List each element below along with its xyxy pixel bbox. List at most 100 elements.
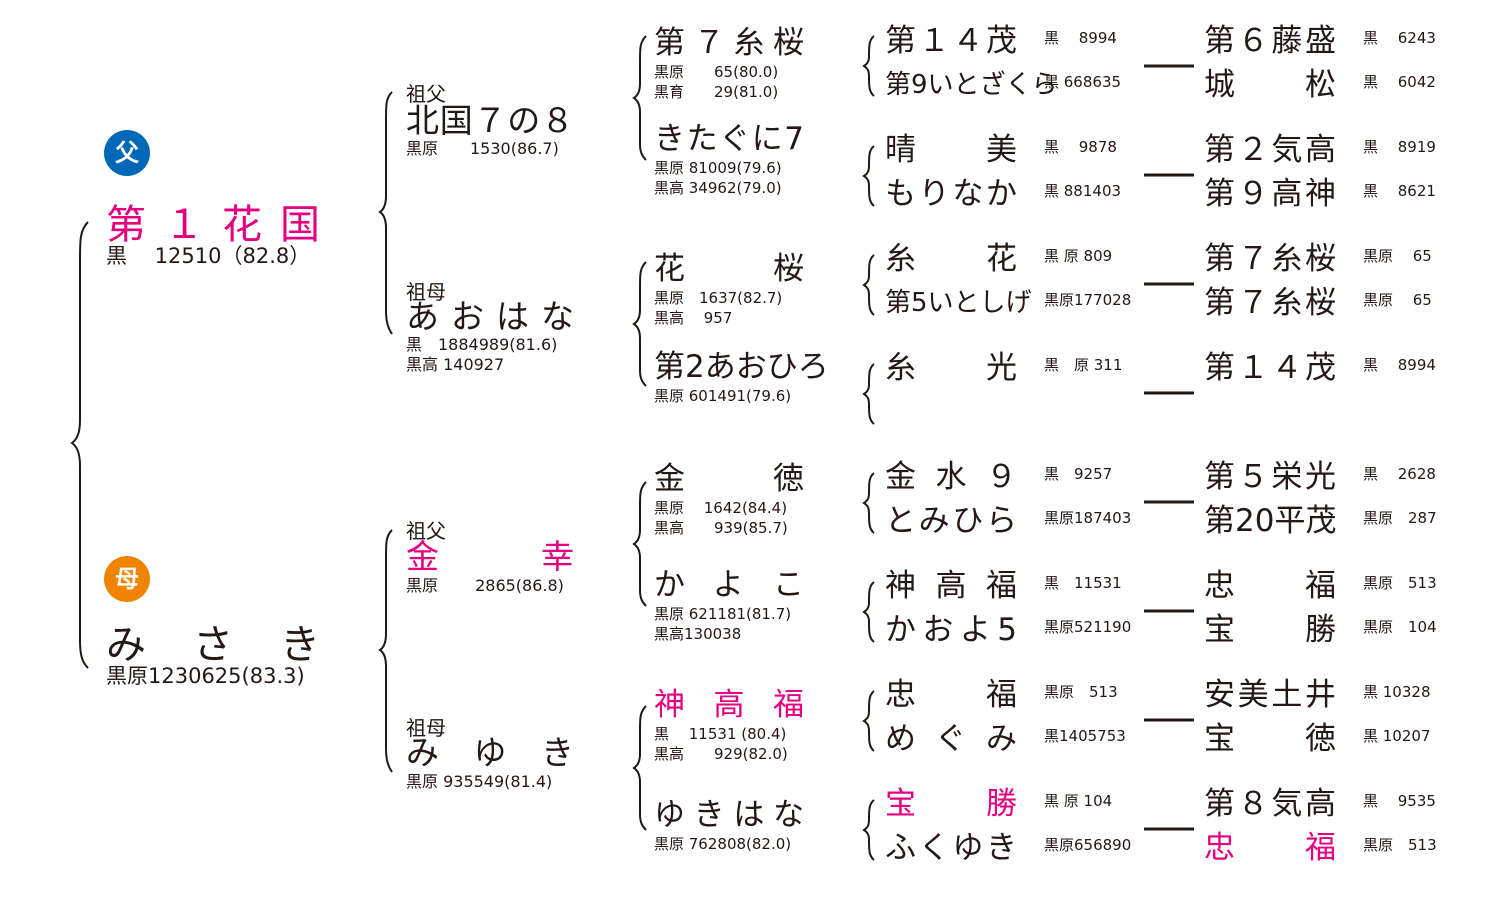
gen4-reg: 黒原521190 (1044, 618, 1132, 636)
reg-line: 黒高 957 (654, 309, 733, 327)
sire-grandsire-name: 北国７の８ (406, 101, 574, 140)
gen5-reg: 黒原 104 (1363, 618, 1437, 636)
gen5-reg: 黒 8994 (1363, 356, 1436, 374)
gen4-name: 忠福 (885, 677, 1017, 713)
gen5-reg: 黒原 513 (1363, 836, 1437, 854)
gen3-name: 第2あおひろ (654, 349, 829, 385)
gen4-reg: 黒原187403 (1044, 509, 1132, 527)
gen4-reg: 黒原177028 (1044, 291, 1132, 309)
gen5-name: 第７糸桜 (1204, 285, 1336, 321)
reg-line: 黒高 929(82.0) (654, 745, 788, 763)
gen3-name: 花桜 (654, 251, 804, 287)
dam-bracket (378, 529, 393, 773)
gen5-reg: 黒原 513 (1363, 574, 1437, 592)
gen3-reg: 黒原 621181(81.7) 黒高130038 (654, 604, 804, 644)
gen3-name: 第７糸桜 (654, 25, 804, 61)
gen3-ancestor: 花桜 黒原 1637(82.7) 黒高 957 (654, 250, 804, 328)
reg-line: 黒原 81009(79.6) (654, 159, 782, 177)
dam-grandsire-reg: 黒原 2865(86.8) (406, 576, 564, 595)
sire-bracket (378, 91, 393, 335)
reg-line: 黒原 762808(82.0) (654, 835, 792, 853)
gen4-reg: 黒 原 311 (1044, 356, 1123, 374)
gen4-name: 宝勝 (885, 786, 1017, 822)
gen3-name: かよこ (654, 567, 804, 603)
gen5-reg: 黒 6042 (1363, 73, 1436, 91)
gen4-name: かおよ5 (885, 612, 1017, 648)
reg-line: 黒高 34962(79.0) (654, 179, 782, 197)
gen5-reg: 黒原 65 (1363, 291, 1432, 309)
gen4-reg: 黒 11531 (1044, 574, 1122, 592)
gen4-reg: 黒原 513 (1044, 683, 1118, 701)
gen3-name: 神高福 (654, 687, 804, 723)
gen4-reg: 黒 881403 (1044, 182, 1122, 200)
gen4-name: 晴美 (885, 132, 1017, 168)
gen5-reg: 黒 10328 (1363, 683, 1431, 701)
gen5-name: 安美土井 (1204, 677, 1336, 713)
reg-line: 黒原 65(80.0) (654, 63, 779, 81)
reg-line: 黒原 621181(81.7) (654, 605, 792, 623)
reg-line: 黒高 939(85.7) (654, 519, 788, 537)
reg-line: 黒 11531 (80.4) (654, 725, 787, 743)
dam-name: みさき (106, 622, 326, 668)
gen4-name: 糸光 (885, 350, 1017, 386)
reg-line: 黒高130038 (654, 625, 742, 643)
gen4-reg: 黒 9878 (1044, 138, 1117, 156)
gen5-name: 第９高神 (1204, 176, 1336, 212)
sire-registration: 黒 12510（82.8） (106, 244, 311, 268)
sire-grandsire-label: 祖父 (406, 82, 446, 106)
dam-grandsire-label: 祖父 (406, 519, 446, 543)
gen4-name: とみひら (885, 503, 1017, 539)
dam-badge: 母 (104, 556, 150, 602)
gen4-reg: 黒 原 104 (1044, 792, 1113, 810)
gen5-reg: 黒 8621 (1363, 182, 1436, 200)
gen5-reg: 黒原 287 (1363, 509, 1437, 527)
gen5-name: 城松 (1204, 67, 1336, 103)
reg-line: 黒原 1637(82.7) (654, 289, 783, 307)
gen5-reg: 黒 10207 (1363, 727, 1431, 745)
gen3-ancestor: ゆきはな 黒原 762808(82.0) (654, 796, 804, 854)
sire-badge: 父 (104, 130, 150, 176)
gen4-name: 第9いとざくら (885, 70, 1058, 100)
gen3-reg: 黒 11531 (80.4) 黒高 929(82.0) (654, 724, 804, 764)
gen4-name: 第5いとしげ (885, 288, 1032, 318)
gen3-reg: 黒原 65(80.0) 黒育 29(81.0) (654, 62, 804, 102)
gen5-name: 忠福 (1204, 568, 1336, 604)
gen4-name: 第１４茂 (885, 23, 1017, 59)
gen4-reg: 黒 8994 (1044, 29, 1117, 47)
gen3-reg: 黒原 1642(84.4) 黒高 939(85.7) (654, 498, 804, 538)
gen5-name: 第８気高 (1204, 786, 1336, 822)
gen4-name: ふくゆき (885, 830, 1017, 866)
gen5-reg: 黒 2628 (1363, 465, 1436, 483)
gen4-name: 糸花 (885, 241, 1017, 277)
sire-granddam-name: あおはな (406, 297, 574, 336)
gen5-name: 第５栄光 (1204, 459, 1336, 495)
gen5-reg: 黒 9535 (1363, 792, 1436, 810)
gen5-reg: 黒 8919 (1363, 138, 1436, 156)
gen4-name: 神高福 (885, 568, 1017, 604)
gen4-name: もりなか (885, 176, 1017, 212)
reg-line: 黒原 1642(84.4) (654, 499, 788, 517)
reg-line: 黒育 29(81.0) (654, 83, 779, 101)
gen5-name: 宝徳 (1204, 721, 1336, 757)
reg-line: 黒高 140927 (406, 355, 505, 374)
gen4-reg: 黒 668635 (1044, 73, 1122, 91)
gen5-name: 第１４茂 (1204, 350, 1336, 386)
gen5-name: 宝勝 (1204, 612, 1336, 648)
gen5-name: 第６藤盛 (1204, 23, 1336, 59)
gen4-reg: 黒 原 809 (1044, 247, 1113, 265)
gen4-reg: 黒原656890 (1044, 836, 1132, 854)
gen3-ancestor: 神高福 黒 11531 (80.4) 黒高 929(82.0) (654, 686, 804, 764)
gen3-reg: 黒原 81009(79.6) 黒高 34962(79.0) (654, 158, 804, 198)
dam-grandsire-name: 金幸 (406, 537, 574, 576)
gen3-reg: 黒原 762808(82.0) (654, 834, 804, 854)
dam-registration: 黒原1230625(83.3) (106, 664, 305, 688)
gen3-ancestor: 第2あおひろ 黒原 601491(79.6) (654, 348, 829, 406)
dam-granddam-reg: 黒原 935549(81.4) (406, 772, 553, 791)
gen3-reg: 黒原 601491(79.6) (654, 386, 804, 406)
sire-grandsire-reg: 黒原 1530(86.7) (406, 139, 559, 158)
gen5-name: 第２気高 (1204, 132, 1336, 168)
gen4-name: めぐみ (885, 721, 1017, 757)
gen3-name: きたぐに7 (654, 121, 804, 157)
sire-name: 第１花国 (106, 202, 326, 248)
gen3-name: 金徳 (654, 461, 804, 497)
